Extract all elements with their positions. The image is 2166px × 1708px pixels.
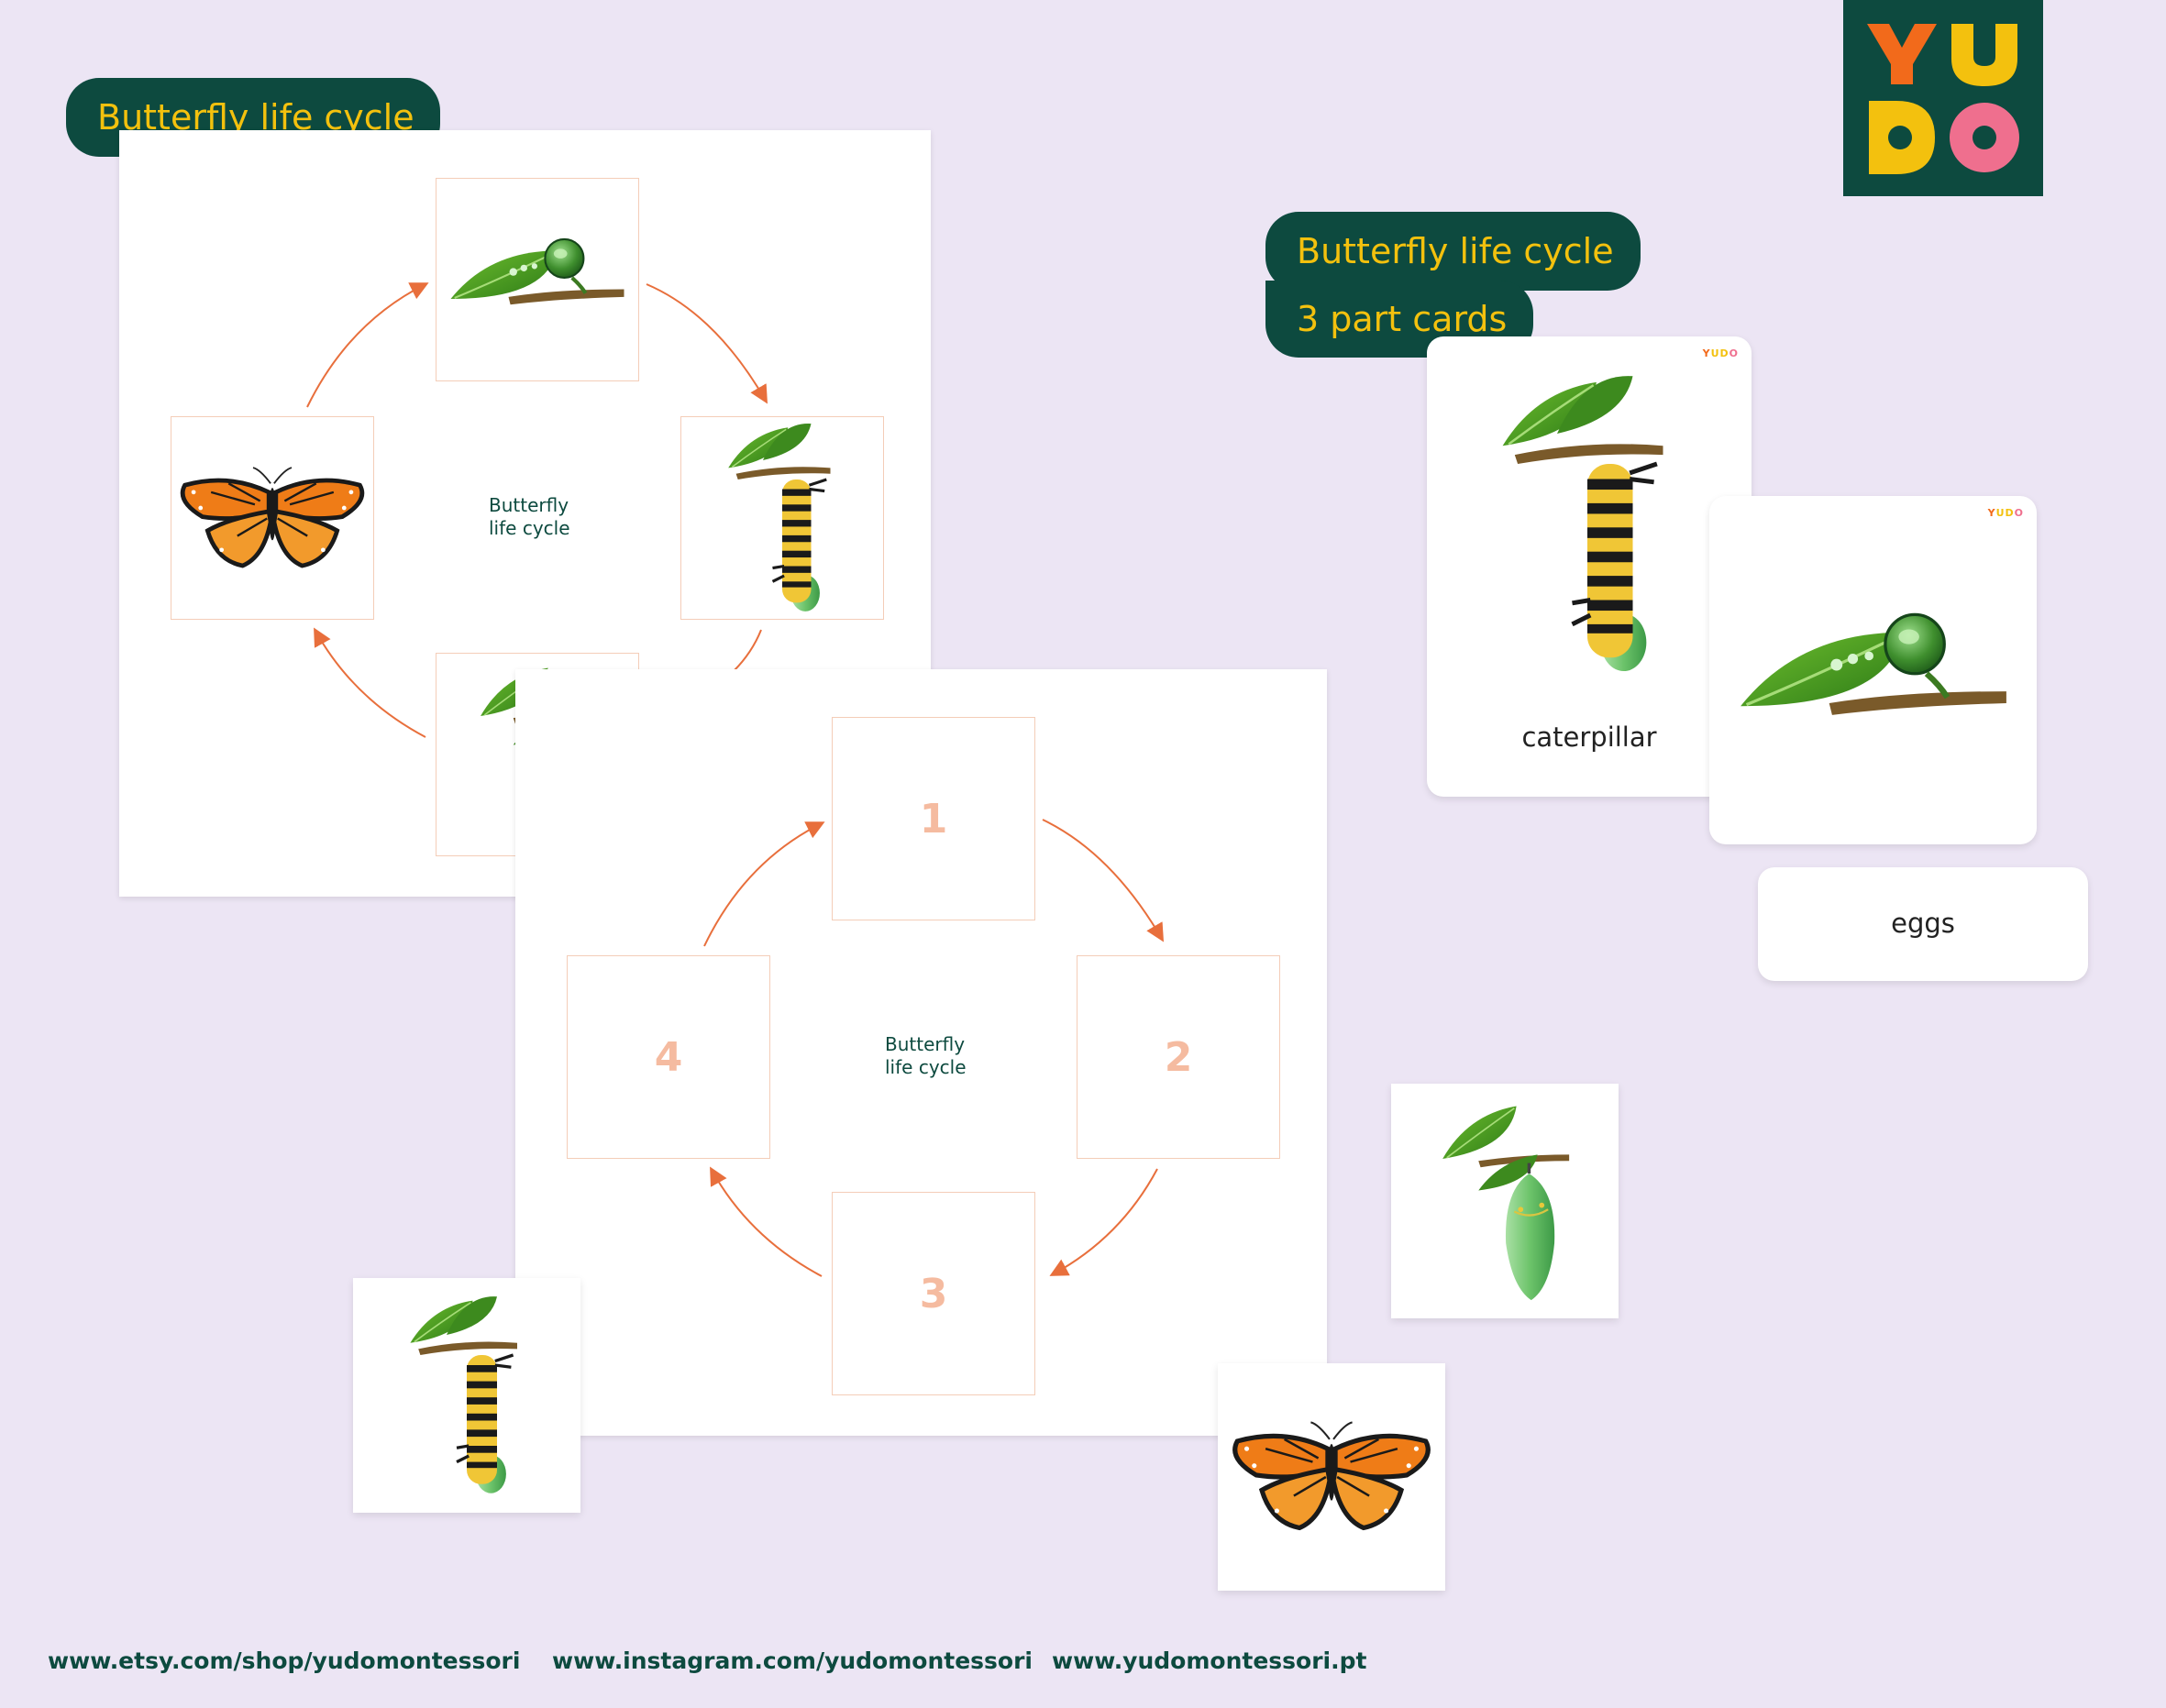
numbered-cycle-arrows bbox=[703, 819, 1165, 1277]
sheet-slot-butterfly bbox=[171, 416, 374, 620]
numbered-center-label-line1: Butterfly bbox=[885, 1033, 966, 1055]
footer-website-link[interactable]: www.yudomontessori.pt bbox=[1052, 1647, 1367, 1674]
numbered-slot-4: 4 bbox=[567, 955, 770, 1159]
numbered-center-label-line2: life cycle bbox=[885, 1056, 967, 1078]
footer-etsy-link[interactable]: www.etsy.com/shop/yudomontessori bbox=[48, 1647, 521, 1674]
butterfly-icon bbox=[176, 466, 369, 571]
yudo-logo bbox=[1843, 0, 2043, 196]
slot-number-3: 3 bbox=[919, 1270, 948, 1317]
sheet-slot-caterpillar bbox=[680, 416, 884, 620]
control-card-caterpillar: YUDO caterpillar bbox=[1427, 336, 1752, 797]
cycle-arrows bbox=[306, 282, 768, 738]
caterpillar-icon bbox=[398, 1295, 536, 1496]
slot-number-1: 1 bbox=[919, 795, 948, 843]
sheet-center-label-line1: Butterfly bbox=[489, 494, 569, 516]
numbered-slot-3: 3 bbox=[832, 1192, 1035, 1395]
right-product-subtitle-text: 3 part cards bbox=[1297, 299, 1508, 339]
mini-logo-u: U bbox=[1995, 507, 2006, 519]
mini-logo-o: O bbox=[2014, 507, 2024, 519]
mini-logo-u: U bbox=[1710, 347, 1720, 359]
card-word-eggs: eggs bbox=[1891, 908, 1955, 939]
right-product-title-text: Butterfly life cycle bbox=[1297, 231, 1614, 271]
card-word-caterpillar: caterpillar bbox=[1521, 722, 1657, 753]
label-card-eggs: eggs bbox=[1758, 867, 2088, 981]
eggs-on-leaf-icon bbox=[1726, 588, 2021, 766]
yudo-logo-mark bbox=[1867, 24, 2019, 174]
loose-card-chrysalis bbox=[1391, 1084, 1619, 1318]
butterfly-icon bbox=[1228, 1420, 1435, 1534]
numbered-slot-2: 2 bbox=[1077, 955, 1280, 1159]
mini-logo: YUDO bbox=[1703, 347, 1739, 359]
mini-logo-d: D bbox=[1719, 347, 1729, 359]
sheet-center-label-line2: life cycle bbox=[489, 517, 570, 539]
sheet-center-label: Butterfly life cycle bbox=[489, 494, 570, 540]
slot-number-4: 4 bbox=[654, 1033, 683, 1081]
loose-card-butterfly bbox=[1218, 1363, 1445, 1591]
mini-logo-y: Y bbox=[1702, 347, 1711, 359]
mini-logo-y: Y bbox=[1987, 507, 1996, 519]
eggs-on-leaf-icon bbox=[441, 220, 634, 339]
footer-instagram-link[interactable]: www.instagram.com/yudomontessori bbox=[552, 1647, 1033, 1674]
caterpillar-icon bbox=[1473, 373, 1702, 676]
picture-card-eggs: YUDO bbox=[1709, 496, 2037, 844]
mini-logo-o: O bbox=[1729, 347, 1739, 359]
caterpillar-icon bbox=[713, 422, 851, 614]
numbered-slot-1: 1 bbox=[832, 717, 1035, 920]
numbered-center-label: Butterfly life cycle bbox=[885, 1033, 967, 1079]
card-illustration bbox=[1473, 373, 1702, 676]
right-product-title: Butterfly life cycle bbox=[1265, 212, 1641, 291]
mini-logo-d: D bbox=[2005, 507, 2015, 519]
slot-number-2: 2 bbox=[1164, 1033, 1193, 1081]
sheet-slot-eggs bbox=[436, 178, 639, 381]
chrysalis-icon bbox=[1427, 1096, 1583, 1306]
loose-card-caterpillar bbox=[353, 1278, 580, 1513]
card-illustration bbox=[1726, 588, 2021, 766]
mini-logo: YUDO bbox=[1988, 507, 2024, 519]
life-cycle-sheet-numbered: 1 2 3 4 Butterfly life cycle bbox=[515, 669, 1327, 1436]
